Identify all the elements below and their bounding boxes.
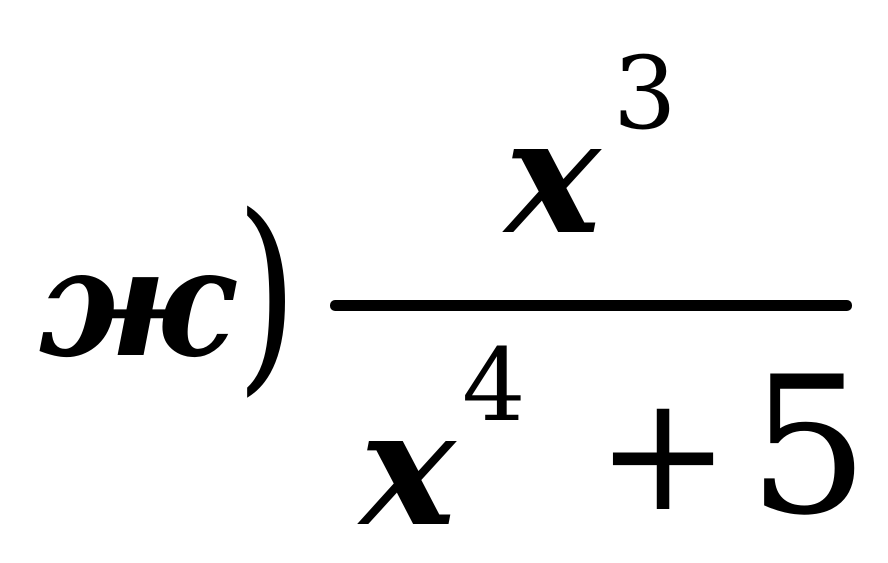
denominator-exponent: 4 xyxy=(462,327,526,444)
denominator-constant: 5 xyxy=(748,336,869,557)
numerator-exponent: 3 xyxy=(613,35,677,152)
numerator-variable: x xyxy=(505,82,601,270)
closing-parenthesis: ) xyxy=(236,170,298,415)
item-label: ж xyxy=(38,215,234,391)
denominator-variable: x xyxy=(360,374,456,562)
denominator-plus-operator: + xyxy=(596,360,731,547)
fraction-bar xyxy=(330,300,852,311)
